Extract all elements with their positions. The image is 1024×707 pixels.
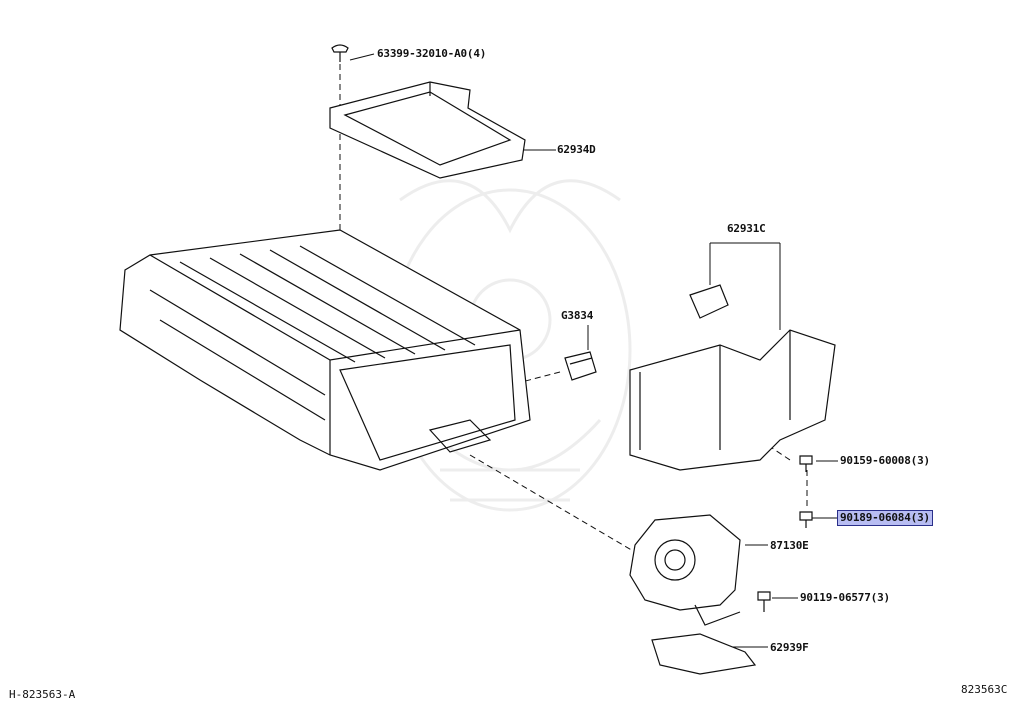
label-top-cover: 62934D [557,143,596,156]
label-screw-b-highlighted[interactable]: 90189-06084(3) [837,510,933,526]
label-screw-a: 90159-60008(3) [840,454,930,467]
clip-part [564,351,597,381]
label-blower: 87130E [770,539,809,552]
label-pad: 62939F [770,641,809,654]
label-clip: G3834 [561,309,594,322]
leader-lines [349,53,838,648]
battery-pack-part [119,229,531,471]
screw-parts [757,455,813,612]
diagram-code-right: 823563C [961,683,1008,696]
label-screw-c: 90119-06577(3) [800,591,890,604]
label-duct: 62931C [727,222,766,235]
blower-part [629,514,741,626]
bolt-top-part [331,44,349,62]
top-cover-part [329,81,526,179]
label-bolt-top: 63399-32010-A0(4) [377,47,487,60]
diagram-code-left: H-823563-A [9,688,76,701]
pad-part [651,633,757,675]
duct-part [629,284,836,471]
